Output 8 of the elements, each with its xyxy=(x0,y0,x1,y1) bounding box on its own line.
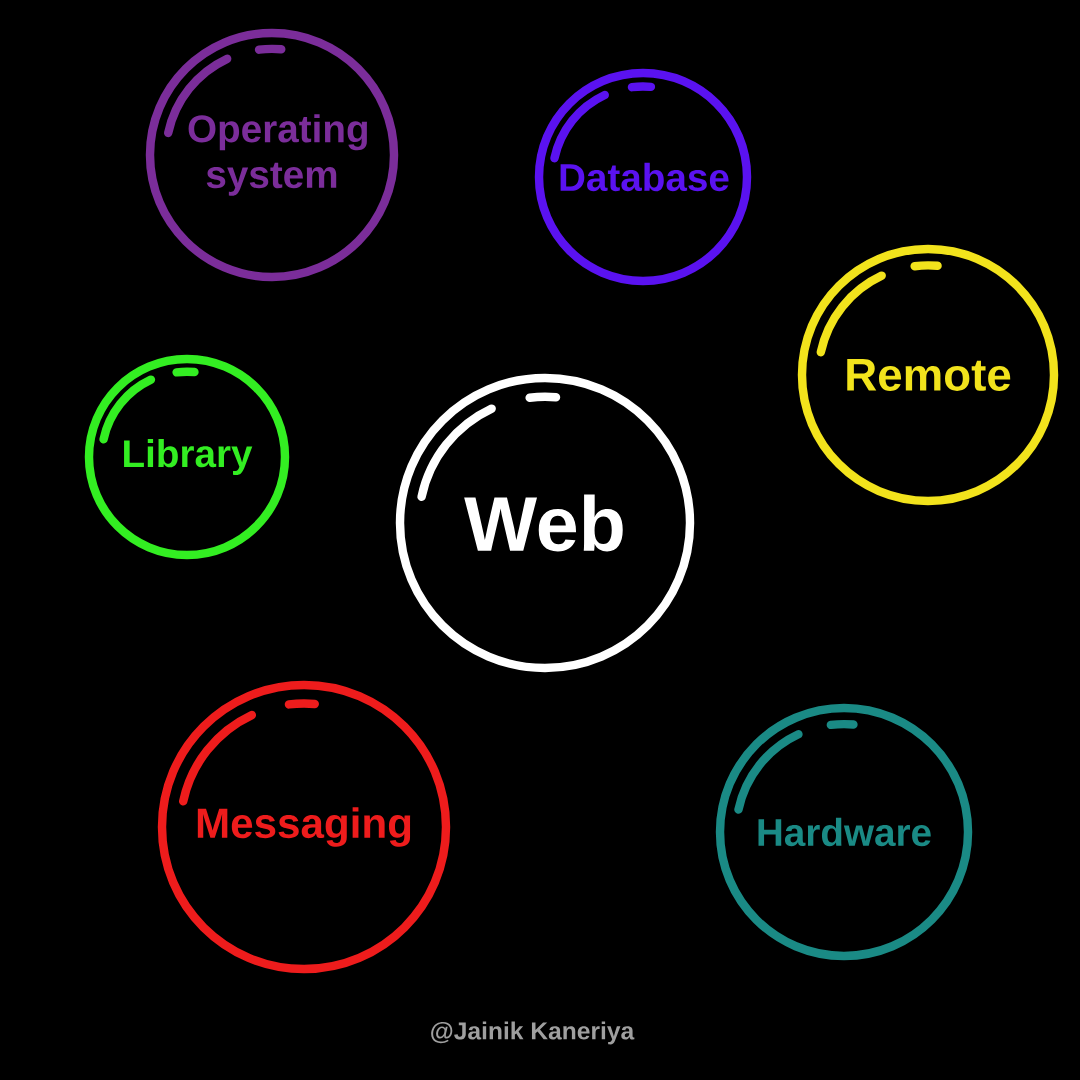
circle-bubble: Web xyxy=(395,373,695,673)
author-credit: @Jainik Kaneriya xyxy=(431,1021,635,1045)
circle-bubble: Database xyxy=(534,68,752,286)
circle-bubble: Operating system xyxy=(145,28,399,282)
circle-bubble: Messaging xyxy=(157,680,451,974)
circle-bubble: Remote xyxy=(797,244,1059,506)
circle-bubble: Library xyxy=(84,354,290,560)
circle-bubble: Hardware xyxy=(715,703,973,961)
